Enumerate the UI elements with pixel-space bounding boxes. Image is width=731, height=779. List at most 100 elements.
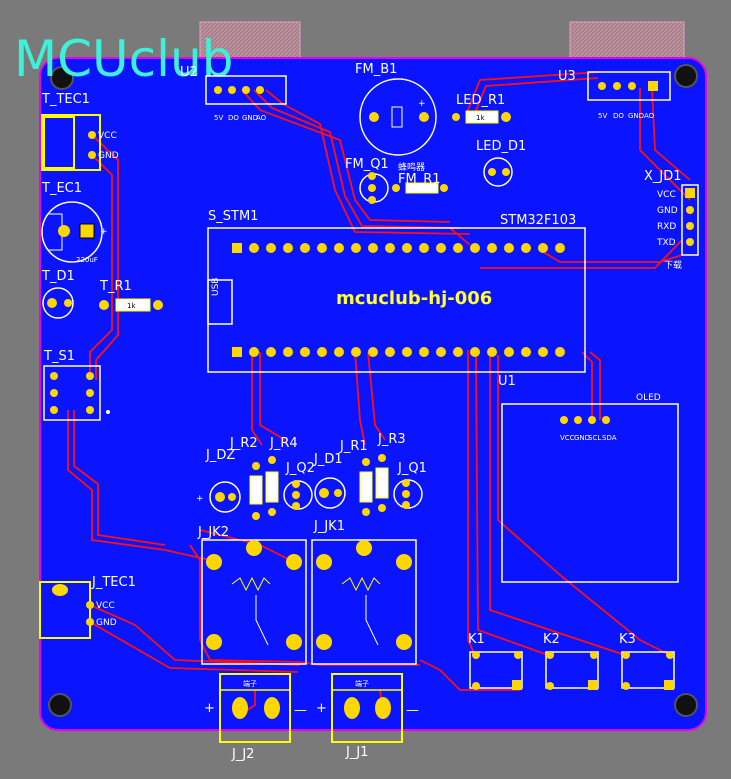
label-oled: OLED — [636, 393, 661, 403]
label-u3: U3 — [558, 69, 576, 84]
mcu-pin — [351, 243, 361, 253]
oled-pin-labels: VCC GND SCL SDA — [560, 434, 617, 442]
label-j-r2: J_R2 — [229, 436, 258, 451]
xjd-vcc: VCC — [657, 190, 676, 200]
label-fm-b1: FM_B1 — [355, 62, 397, 77]
svg-text:DO: DO — [228, 114, 239, 122]
mcu-pin — [453, 347, 463, 357]
svg-text:GND: GND — [574, 434, 590, 442]
mcu-pins-top — [232, 243, 565, 253]
brand-logo: MCUclub — [14, 30, 233, 88]
mcu-pin — [504, 347, 514, 357]
j-j1-plus: + — [316, 701, 327, 716]
key-k3 — [621, 651, 675, 689]
mcu-pin — [538, 243, 548, 253]
mcu-pin — [368, 347, 378, 357]
mcu-pin — [402, 347, 412, 357]
capacitor — [41, 201, 103, 263]
mcu-pin — [334, 243, 344, 253]
mcu-pins-bottom — [232, 347, 565, 357]
label-t-ec1: T_EC1 — [41, 181, 82, 196]
j-j2-terminal: 端子 — [243, 679, 257, 688]
j-j2-minus: — — [294, 703, 307, 718]
svg-text:SDA: SDA — [602, 434, 617, 442]
mcu-pin — [232, 243, 242, 253]
u2-pin-labels: 5V DO GND AO — [214, 114, 267, 122]
label-t-r1: T_R1 — [99, 279, 132, 294]
xjd-txd: TXD — [656, 238, 676, 248]
mcu-pin — [317, 243, 327, 253]
mcu-pin — [436, 243, 446, 253]
label-j-dz: J_DZ — [205, 448, 235, 463]
mcu-pin — [232, 347, 242, 357]
cap-value: 220uF — [76, 256, 98, 264]
label-j-jk2: J_JK2 — [197, 525, 229, 540]
label-t-tec1: T_TEC1 — [41, 92, 90, 107]
label-j-j2: J_J2 — [231, 747, 254, 762]
terminal-j-j1 — [331, 673, 403, 743]
svg-text:5V: 5V — [214, 114, 223, 122]
mcu-pin — [521, 243, 531, 253]
xjd-gnd: GND — [657, 206, 678, 216]
label-t-d1: T_D1 — [41, 269, 75, 284]
mcu-pin — [283, 243, 293, 253]
pad — [88, 151, 96, 159]
svg-text:GND: GND — [628, 112, 644, 120]
j-tec-vcc: VCC — [96, 601, 115, 611]
j-j1-minus: — — [406, 703, 419, 718]
label-led-r1: LED_R1 — [456, 93, 505, 108]
keepout-area-left — [199, 21, 301, 59]
buzzer-plus: + — [418, 99, 426, 109]
pin-gnd: GND — [98, 151, 119, 161]
label-j-r3: J_R3 — [377, 432, 406, 447]
mcu-pin — [368, 243, 378, 253]
terminal-j-j2 — [219, 673, 291, 743]
u3-pin-labels: 5V DO GND AO — [598, 112, 655, 120]
key-k2 — [545, 651, 599, 689]
t-r1-value: 1k — [127, 302, 136, 310]
mounting-holes — [48, 64, 698, 717]
led-r1-value: 1k — [476, 114, 485, 122]
label-j-r1: J_R1 — [339, 439, 368, 454]
cap-plus: + — [100, 227, 108, 237]
label-j-q1: J_Q1 — [397, 461, 427, 476]
mcu-pin — [402, 243, 412, 253]
j-tec-gnd: GND — [96, 618, 117, 628]
mcu-pin — [334, 347, 344, 357]
oled-module — [501, 403, 679, 583]
label-k1: K1 — [468, 632, 485, 647]
mcu-pin — [385, 347, 395, 357]
key-k1 — [469, 651, 523, 689]
label-j-jk1: J_JK1 — [313, 519, 345, 534]
svg-text:AO: AO — [644, 112, 655, 120]
mcu-pin — [487, 243, 497, 253]
svg-text:AO: AO — [256, 114, 267, 122]
board-title: mcuclub-hj-006 — [336, 288, 492, 309]
mcu-pin — [249, 243, 259, 253]
mcu-pin — [504, 243, 514, 253]
xjd-rxd: RXD — [657, 222, 676, 232]
label-t-s1: T_S1 — [43, 349, 75, 364]
pad — [88, 131, 96, 139]
svg-text:GND: GND — [242, 114, 258, 122]
mcu-pin — [538, 347, 548, 357]
mcu-pin — [470, 243, 480, 253]
label-s-stm1: S_STM1 — [208, 209, 258, 224]
label-u1: U1 — [498, 374, 516, 389]
label-k2: K2 — [543, 632, 560, 647]
mcu-pin — [453, 243, 463, 253]
svg-text:SCL: SCL — [588, 434, 601, 442]
svg-text:DO: DO — [613, 112, 624, 120]
keepout-area-right — [569, 21, 685, 59]
label-k3: K3 — [619, 632, 636, 647]
mcu-pin — [249, 347, 259, 357]
mcu-pin — [470, 347, 480, 357]
mcu-pin — [385, 243, 395, 253]
mcu-pin — [436, 347, 446, 357]
label-led-d1: LED_D1 — [476, 139, 526, 154]
mcu-pin — [487, 347, 497, 357]
mcu-pin — [419, 347, 429, 357]
label-buzzer: 蜂鸣器 — [398, 161, 425, 173]
label-j-r4: J_R4 — [269, 436, 298, 451]
